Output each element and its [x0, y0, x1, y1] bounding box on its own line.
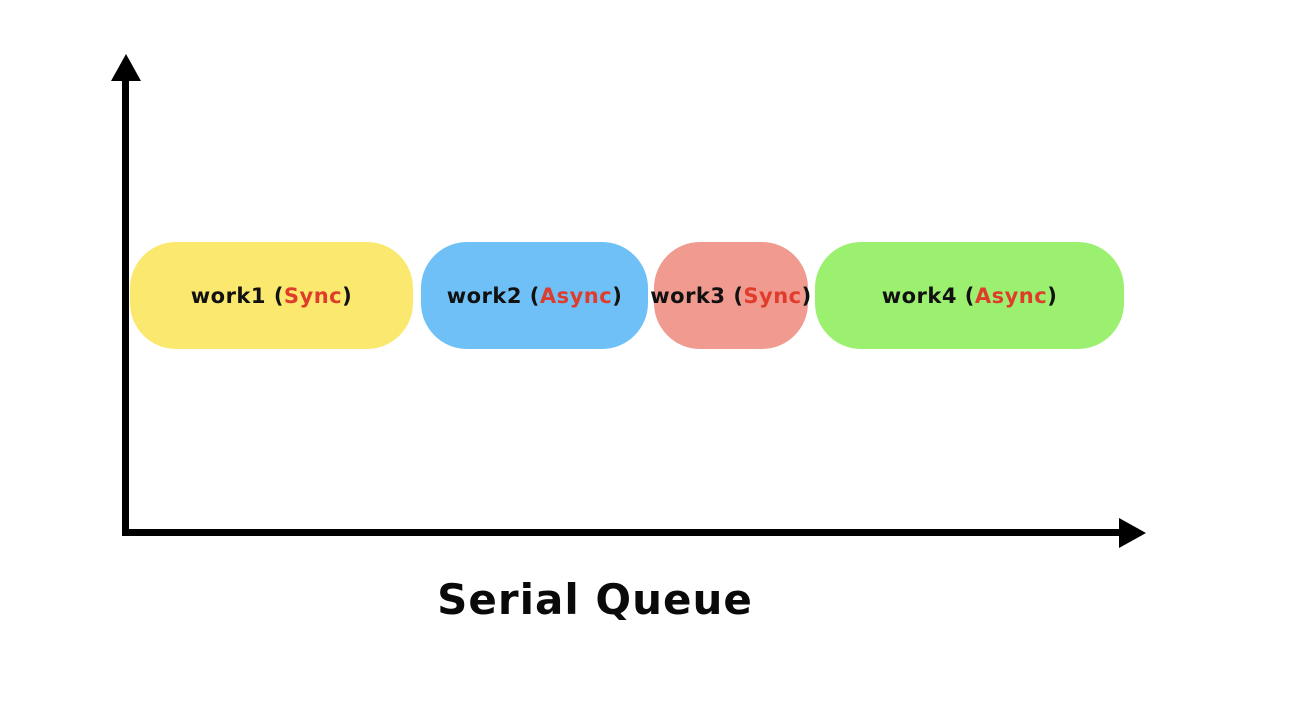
work-block-3-label: work3 (Sync): [650, 283, 812, 308]
work-block-3-mode: Sync: [743, 283, 802, 308]
work-block-3: work3 (Sync): [650, 242, 811, 349]
work-block-1: work1 (Sync): [130, 242, 413, 349]
work-block-2-label: work2 (Async): [446, 283, 623, 308]
work-block-4: work4 (Async): [815, 242, 1124, 349]
work-block-4-label: work4 (Async): [881, 283, 1058, 308]
y-axis-arrowhead-icon: [111, 54, 141, 81]
diagram-title: Serial Queue: [437, 575, 753, 624]
y-axis-line: [122, 74, 129, 536]
x-axis-arrowhead-icon: [1119, 518, 1146, 548]
work-block-4-mode: Async: [974, 283, 1048, 308]
work-block-2-mode: Async: [539, 283, 613, 308]
x-axis-line: [122, 529, 1122, 536]
work-block-2: work2 (Async): [421, 242, 648, 349]
work-block-1-mode: Sync: [283, 283, 343, 308]
work-block-1-label: work1 (Sync): [190, 283, 353, 308]
